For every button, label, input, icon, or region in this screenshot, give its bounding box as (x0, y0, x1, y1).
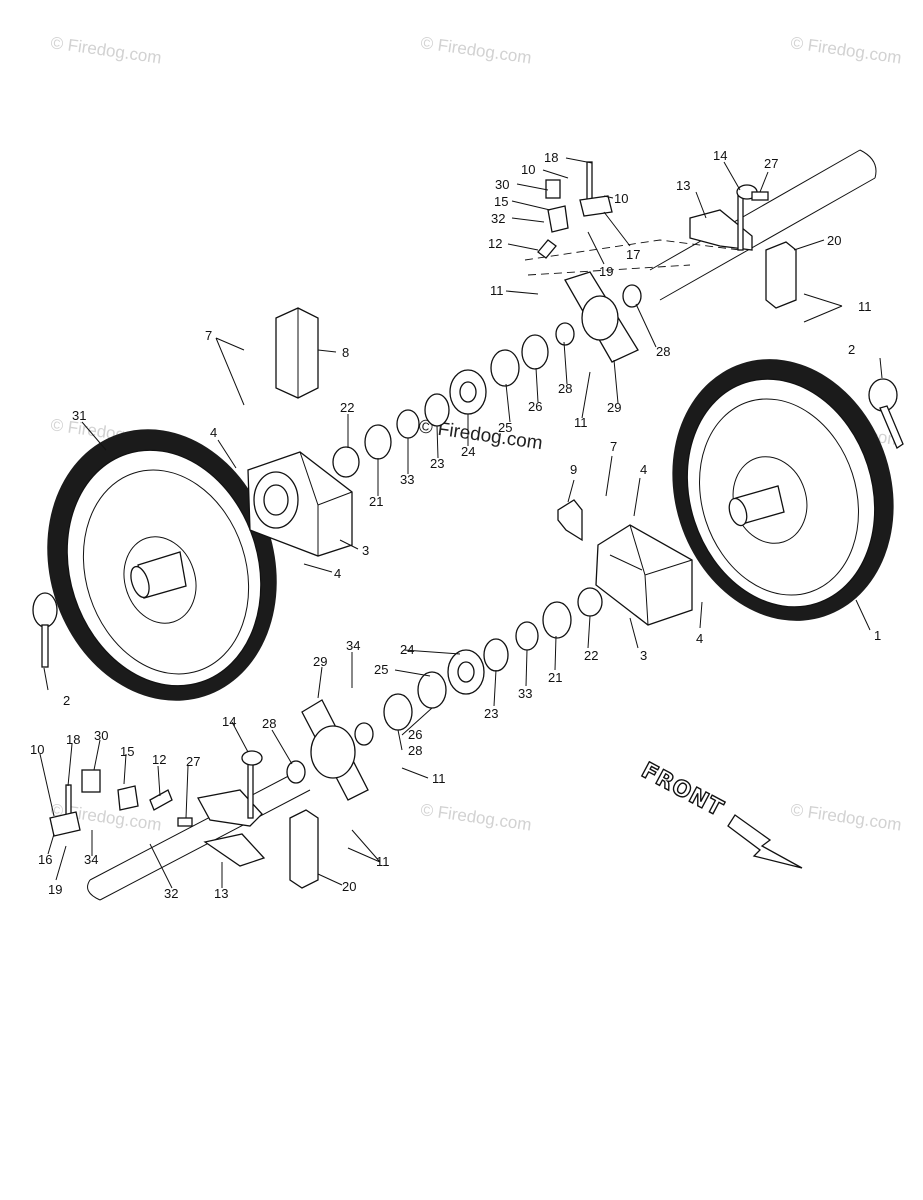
callout-25: 25 (374, 662, 388, 677)
callout-2: 2 (63, 693, 70, 708)
callout-28: 28 (408, 743, 422, 758)
callout-24: 24 (461, 444, 475, 459)
callout-25: 25 (498, 420, 512, 435)
callout-14: 14 (713, 148, 727, 163)
callout-16: 16 (38, 852, 52, 867)
callout-28: 28 (656, 344, 670, 359)
front-label: FRONT (637, 758, 727, 822)
callout-22: 22 (584, 648, 598, 663)
ring-pin-left (32, 592, 58, 668)
callout-11: 11 (858, 299, 872, 314)
callout-23: 23 (484, 706, 498, 721)
bracket-20-top (765, 241, 797, 309)
callout-30: 30 (94, 728, 108, 743)
front-direction-indicator: FRONT (636, 758, 803, 869)
callout-1: 1 (874, 628, 881, 643)
callout-22: 22 (340, 400, 354, 415)
callout-12: 12 (488, 236, 502, 251)
callout-3: 3 (362, 543, 369, 558)
callout-19: 19 (48, 882, 62, 897)
callout-24: 24 (400, 642, 414, 657)
callout-4: 4 (696, 631, 703, 646)
callout-32: 32 (491, 211, 505, 226)
callout-31: 31 (72, 408, 86, 423)
callout-4: 4 (210, 425, 217, 440)
callout-13: 13 (676, 178, 690, 193)
watermark: © Firedog.com (419, 800, 532, 834)
callout-7: 7 (610, 439, 617, 454)
callout-29: 29 (313, 654, 327, 669)
callout-21: 21 (548, 670, 562, 685)
right-tire (672, 359, 894, 621)
drive-stack-upper (332, 284, 642, 478)
ring-pin-right (868, 378, 904, 449)
callout-28: 28 (558, 381, 572, 396)
callout-30: 30 (495, 177, 509, 192)
callout-34: 34 (84, 852, 98, 867)
callout-26: 26 (408, 727, 422, 742)
callout-18: 18 (544, 150, 558, 165)
flange-plate-top (564, 271, 639, 363)
right-gear-housing (595, 524, 693, 626)
callout-3: 3 (640, 648, 647, 663)
callout-27: 27 (764, 156, 778, 171)
callout-27: 27 (186, 754, 200, 769)
watermark: © Firedog.com (419, 33, 532, 67)
watermark: © Firedog.com (789, 800, 902, 834)
flange-plate-bottom (301, 699, 369, 801)
left-gear-housing (247, 451, 353, 557)
callout-9: 9 (570, 462, 577, 477)
callout-21: 21 (369, 494, 383, 509)
axle-tubes (87, 149, 877, 901)
callout-14: 14 (222, 714, 236, 729)
bracket-8 (275, 307, 319, 399)
leader-lines (39, 157, 883, 889)
callout-10: 10 (30, 742, 44, 757)
callout-15: 15 (494, 194, 508, 209)
callout-10: 10 (521, 162, 535, 177)
callout-26: 26 (528, 399, 542, 414)
callout-20: 20 (342, 879, 356, 894)
callout-19: 19 (599, 264, 613, 279)
watermark: © Firedog.com (789, 33, 902, 67)
left-tire (47, 429, 277, 701)
callout-7: 7 (205, 328, 212, 343)
callout-28: 28 (262, 716, 276, 731)
callout-17: 17 (626, 247, 640, 262)
callout-12: 12 (152, 752, 166, 767)
callout-2: 2 (848, 342, 855, 357)
callout-32: 32 (164, 886, 178, 901)
latch-assembly-top (537, 161, 769, 259)
callout-29: 29 (607, 400, 621, 415)
callout-11: 11 (490, 283, 504, 298)
drive-stack-lower (286, 587, 603, 784)
callout-20: 20 (827, 233, 841, 248)
callout-33: 33 (400, 472, 414, 487)
bracket-20-bottom (289, 809, 319, 889)
callout-15: 15 (120, 744, 134, 759)
callout-labels: 18 10 30 15 32 12 10 17 19 14 27 13 20 1… (30, 148, 881, 901)
callout-34: 34 (346, 638, 360, 653)
watermark: © Firedog.com (49, 33, 162, 67)
callout-33: 33 (518, 686, 532, 701)
callout-23: 23 (430, 456, 444, 471)
callout-8: 8 (342, 345, 349, 360)
callout-4: 4 (334, 566, 341, 581)
callout-11: 11 (574, 415, 588, 430)
callout-4: 4 (640, 462, 647, 477)
callout-11: 11 (432, 771, 446, 786)
callout-13: 13 (214, 886, 228, 901)
bracket-9 (557, 499, 583, 542)
callout-10: 10 (614, 191, 628, 206)
callout-18: 18 (66, 732, 80, 747)
callout-11: 11 (376, 854, 390, 869)
